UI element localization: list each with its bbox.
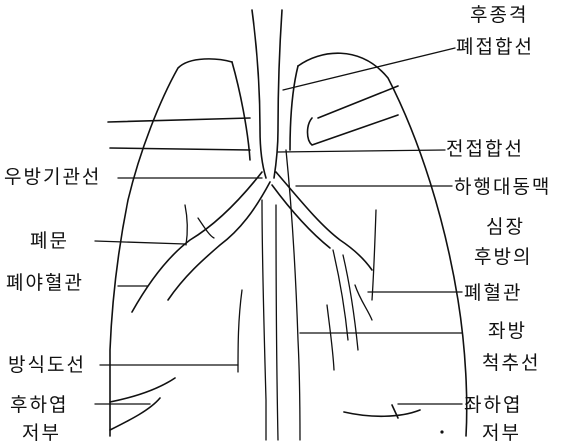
right-clavicle (108, 118, 250, 150)
right-lung-medial (232, 62, 250, 160)
retrocardiac-v2 (355, 285, 372, 320)
leader-post-mediastinum (283, 48, 455, 90)
label-pulm-hilum: 폐문 (30, 230, 69, 252)
label-azygo-esophageal: 방식도선 (8, 354, 86, 376)
right-bronchus-inner (168, 182, 270, 300)
label-left-paraspinal-1: 좌방 (488, 320, 527, 342)
right-hemidiaphragm (110, 378, 175, 402)
hilar-vessel-r1 (185, 205, 187, 245)
label-post-mediastinum-2: 폐접합선 (456, 36, 534, 58)
paraspinal-v1 (333, 250, 348, 340)
left-clavicle (308, 86, 399, 145)
label-left-paraspinal-2: 척추선 (482, 352, 540, 374)
trachea-right-wall (252, 10, 266, 178)
left-lung-outline (298, 53, 467, 436)
label-lower-lobe-vessels: 폐야혈관 (6, 272, 84, 294)
label-left-lower-lobe-1: 좌하엽 (464, 394, 522, 416)
left-main-bronchus (276, 172, 372, 270)
label-right-lower-lobe-2: 저부 (22, 422, 61, 444)
label-retrocardiac-1: 심장 (486, 216, 525, 238)
label-retrocardiac-3: 폐혈관 (464, 282, 522, 304)
stray-dot (440, 430, 443, 433)
hilar-vessel-r2 (198, 218, 214, 238)
spine-left-1 (262, 200, 266, 440)
label-ant-junction-line: 전접합선 (446, 138, 524, 160)
azygo-line (238, 290, 242, 372)
spine-right-1 (276, 205, 278, 440)
label-ivc: 하행대동맥 (454, 176, 551, 198)
left-hemidiaphragm (344, 410, 420, 416)
right-lung-outline (110, 59, 232, 436)
label-post-mediastinum-1: 후종격 (470, 4, 528, 26)
retrocardiac-v3 (327, 305, 334, 370)
label-right-lower-lobe-1: 후하엽 (10, 394, 68, 416)
left-bronchus-inner (272, 185, 330, 248)
leader-hilum (95, 241, 185, 244)
label-right-paratracheal: 우방기관선 (4, 166, 101, 188)
label-retrocardiac-2: 후방의 (474, 246, 532, 268)
label-left-lower-lobe-2: 저부 (482, 422, 521, 444)
retrocardiac-v1 (372, 210, 376, 300)
paraspinal-v2 (343, 255, 358, 350)
trachea-left-wall (274, 10, 282, 178)
left-lung-medial (290, 66, 298, 150)
right-costophrenic (110, 398, 160, 430)
aorta-left (286, 150, 300, 440)
